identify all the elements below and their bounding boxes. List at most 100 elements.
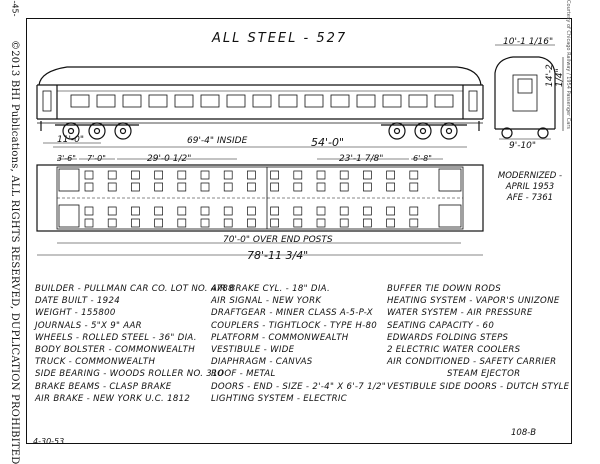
seat xyxy=(339,182,349,192)
seat xyxy=(131,206,140,216)
length-29-dim: 29'-0 1/2" xyxy=(147,154,192,164)
length-23-dim: 23'-1 7/8" xyxy=(339,154,384,164)
spec-line: AIR CONDITIONED - SAFETY CARRIER xyxy=(387,357,557,368)
spec-line: TRUCK - COMMONWEALTH xyxy=(35,357,156,368)
seat xyxy=(84,170,94,180)
seat xyxy=(107,218,117,228)
truck-spread-dim: 9'-10" xyxy=(509,141,537,151)
seat xyxy=(270,182,279,192)
spec-line: DOORS - END - SIZE - 2'-4" x 6'-7 1/2" xyxy=(211,381,387,392)
length-7-0-dim: 7'-0" xyxy=(87,154,106,163)
spec-line: BUFFER TIE DOWN RODS xyxy=(387,284,501,294)
copyright-notice: ©2013 BHI Publications, ALL RIGHTS RESER… xyxy=(9,40,20,464)
afe-number: AFE - 7361 xyxy=(506,193,554,203)
spec-column-1: BUILDER - PULLMAN CAR Co. LOT No. 4788 D… xyxy=(35,283,234,405)
spec-line: AIR SIGNAL - NEW YORK xyxy=(211,296,322,307)
seat xyxy=(154,182,163,192)
side-window xyxy=(174,94,194,108)
spec-line: JOURNALS - 5"x 9" AAR xyxy=(35,320,142,331)
side-window xyxy=(252,94,272,108)
seat xyxy=(363,182,372,192)
side-window xyxy=(408,94,428,108)
side-window xyxy=(382,94,402,108)
seat xyxy=(270,218,279,228)
floor-plan xyxy=(36,164,484,232)
seat xyxy=(386,206,395,216)
over-end-posts-dim: 70'-0" OVER END POSTS xyxy=(223,235,333,245)
seat xyxy=(409,182,419,192)
modernized-date: MODERNIZED - APRIL 1953 xyxy=(497,171,563,192)
length-11-dim: 11'-0" xyxy=(57,135,85,145)
seat xyxy=(363,218,372,228)
inside-length-dim: 69'-4" INSIDE xyxy=(187,136,248,146)
seat xyxy=(131,218,140,228)
car-diagram xyxy=(36,44,564,256)
seat xyxy=(247,182,256,192)
seat xyxy=(84,206,94,216)
seat xyxy=(386,218,395,228)
spec-column-2: AIR BRAKE CYL. - 18" DIA. AIR SIGNAL - N… xyxy=(211,283,386,405)
spec-line: BRAKE BEAMS - CLASP BRAKE xyxy=(35,381,172,392)
spec-line: DIAPHRAGM - CANVAS xyxy=(211,357,313,368)
spec-line: EDWARDS FOLDING STEPS xyxy=(387,332,509,343)
spec-line: STEAM EJECTOR xyxy=(447,369,521,380)
seat xyxy=(409,218,419,228)
side-window xyxy=(148,94,168,108)
side-window xyxy=(278,94,298,108)
sidebar: -45- ©2013 BHI Publications, ALL RIGHTS … xyxy=(0,0,26,464)
side-window xyxy=(330,94,350,108)
spec-line: COUPLERS - TIGHTLOCK - TYPE H-80 xyxy=(211,320,378,331)
seat xyxy=(293,218,303,228)
spec-line: DATE BUILT - 1924 xyxy=(35,296,120,307)
seat xyxy=(293,206,303,216)
seat xyxy=(177,182,187,192)
spec-line: VESTIBULE - WIDE xyxy=(211,345,295,356)
seat xyxy=(293,170,303,180)
seat xyxy=(84,182,94,192)
drawing-title: ALL STEEL - 527 xyxy=(212,31,348,46)
side-window xyxy=(122,94,142,108)
side-window xyxy=(226,94,246,108)
seat xyxy=(363,206,372,216)
spec-line: WATER SYSTEM - AIR PRESSURE xyxy=(387,308,533,319)
length-54-dim: 54'-0" xyxy=(311,136,345,149)
seat xyxy=(131,182,140,192)
seat xyxy=(316,182,326,192)
spec-line: WEIGHT - 155800 xyxy=(35,308,116,319)
spec-column-3: BUFFER TIE DOWN RODS HEATING SYSTEM - VA… xyxy=(387,283,569,393)
spec-line: BODY BOLSTER - COMMONWEALTH xyxy=(35,345,195,356)
drawing-number: 108-B xyxy=(511,428,537,438)
page-number: -45- xyxy=(10,0,20,17)
seat xyxy=(316,218,326,228)
side-window xyxy=(70,94,90,108)
spec-line: AIR BRAKE - NEW YORK U.C. 1812 xyxy=(35,393,191,404)
seat xyxy=(409,206,419,216)
seat xyxy=(223,182,233,192)
seat xyxy=(316,206,326,216)
spec-line: LIGHTING SYSTEM - ELECTRIC xyxy=(211,393,348,404)
seat xyxy=(154,170,163,180)
seat xyxy=(386,170,395,180)
seat xyxy=(386,182,395,192)
credit-note: Courtesy of Chicago Railway / 1954 Passe… xyxy=(565,0,571,129)
seat xyxy=(200,182,210,192)
seat xyxy=(177,170,187,180)
seat xyxy=(293,182,303,192)
side-elevation xyxy=(36,66,484,140)
end-height-dim: 14'-2 1/4" xyxy=(545,64,565,87)
seat xyxy=(84,218,94,228)
spec-line: BUILDER - PULLMAN CAR Co. LOT No. 4788 xyxy=(35,284,234,294)
seat xyxy=(131,170,140,180)
truck-right xyxy=(381,122,467,140)
seat xyxy=(200,206,210,216)
modernized-note: MODERNIZED - APRIL 1953 AFE - 7361 xyxy=(489,171,571,204)
seat xyxy=(270,170,279,180)
spec-line: VESTIBULE SIDE DOORS - DUTCH STYLE xyxy=(387,381,570,392)
drawing-sheet: ALL STEEL - 527 Courtesy of Chicago Rail… xyxy=(26,0,572,446)
seat xyxy=(339,170,349,180)
spec-line: AIR BRAKE CYL. - 18" DIA. xyxy=(211,284,331,294)
seat xyxy=(270,206,279,216)
seat xyxy=(316,170,326,180)
seat xyxy=(107,206,117,216)
seat xyxy=(223,218,233,228)
